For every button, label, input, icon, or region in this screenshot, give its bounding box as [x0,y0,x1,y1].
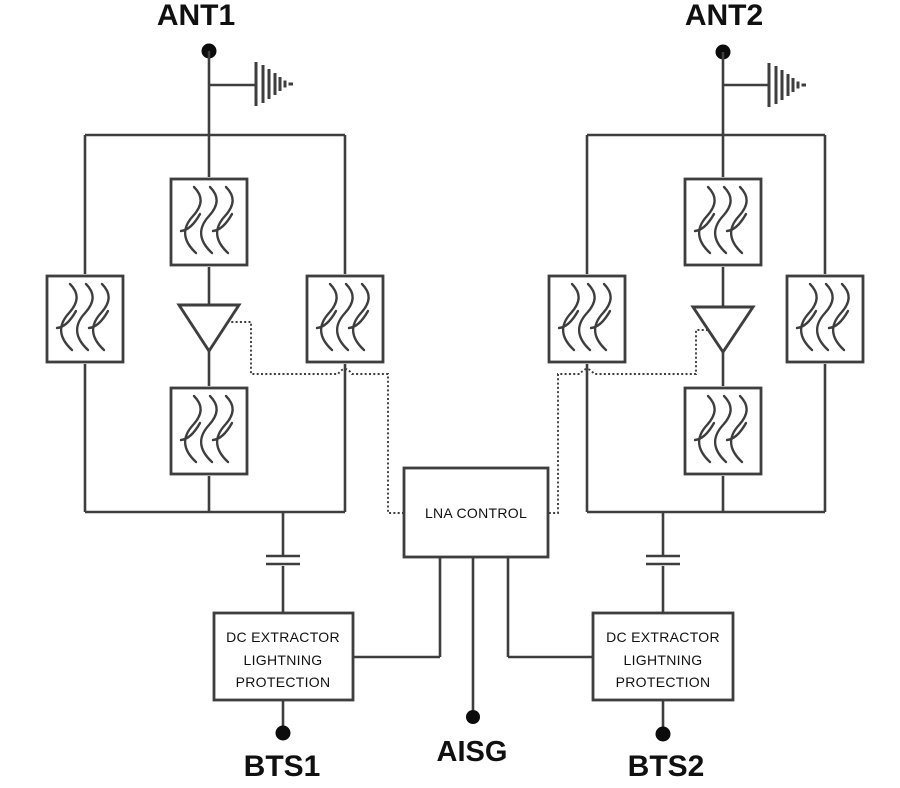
dc-extractor-right-line1: DC EXTRACTOR [606,629,720,645]
aisg-label: AISG [437,736,508,768]
dc-extractor-left-line2: LIGHTNING [244,652,323,668]
lna1-control-line [227,321,404,514]
filter-block-left-rx-bottom [169,386,249,476]
aisg-terminal-dot [466,710,480,724]
ground-icon [767,61,808,109]
lna-control-section: LNA CONTROL AISG [227,321,708,768]
bts1-label: BTS1 [244,750,321,783]
dc-extractor-left-line1: DC EXTRACTOR [226,629,340,645]
ant1-bts1-branch: ANT1 DC EXTRACTOR LIGHTNING PROTECTION [45,0,442,783]
lna-control-label: LNA CONTROL [425,505,527,521]
filter-block-right-rx-top [683,177,763,267]
ant1-label: ANT1 [157,0,235,32]
filter-block-left-outer [45,274,125,364]
dc-extractor-right-line3: PROTECTION [616,674,711,690]
dc-extractor-left-line3: PROTECTION [236,674,331,690]
capacitor-icon-left [266,554,300,566]
bts2-terminal-dot [655,726,671,742]
bts2-label: BTS2 [628,750,705,783]
amplifier-icon-left [176,303,242,354]
dc-extractor-right-line2: LIGHTNING [624,652,703,668]
ant2-label: ANT2 [685,0,763,32]
ant2-bts2-branch: ANT2 DC EXTRACTOR LIGHTNING PROTECTION [506,0,865,783]
filter-block-left-tx [305,274,385,364]
filter-block-right-rx-bottom [683,386,763,476]
filter-block-left-rx-top [169,177,249,267]
bts1-terminal-dot [275,725,291,741]
lna-control-box [402,466,550,559]
filter-block-right-tx [547,274,627,364]
capacitor-icon-right [646,554,680,566]
filter-block-right-outer [785,274,865,364]
ground-icon [254,60,295,108]
